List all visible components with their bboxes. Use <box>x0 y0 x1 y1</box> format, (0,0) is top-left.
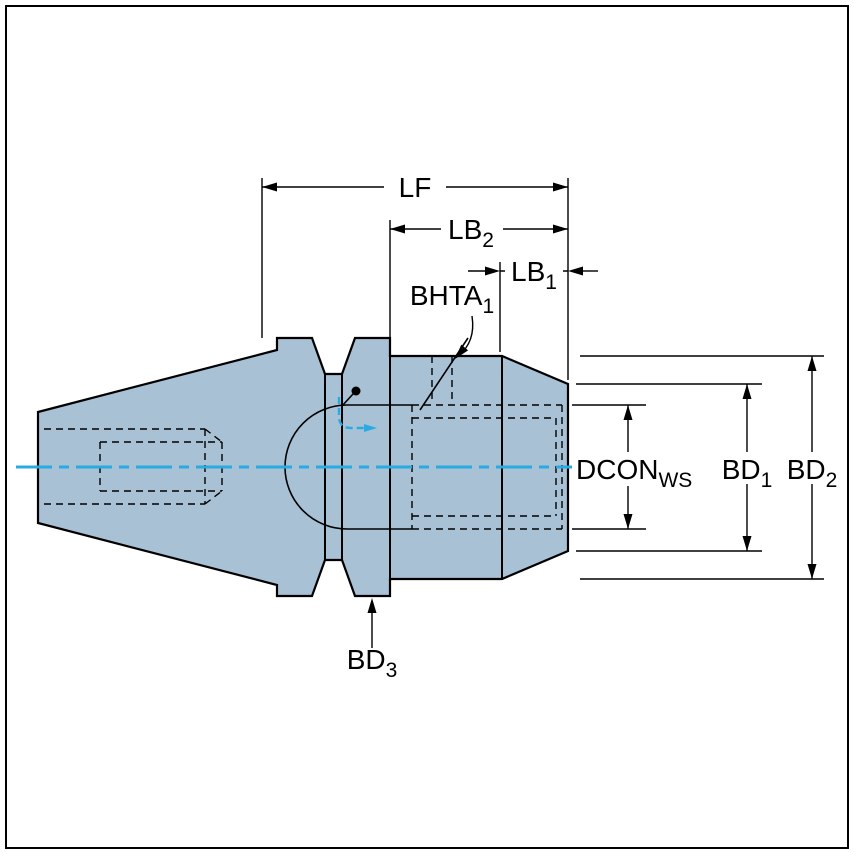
extension-lines <box>261 178 824 580</box>
dimension-arrows <box>262 182 817 613</box>
coolant-hole-dot <box>351 386 361 396</box>
label-bd2: BD2 <box>787 454 838 492</box>
coolant-flow-arrow <box>364 424 377 432</box>
label-bd3: BD3 <box>347 644 398 682</box>
label-lf: LF <box>399 172 432 203</box>
diagram-border <box>5 5 849 849</box>
label-bd1: BD1 <box>722 454 773 492</box>
label-lb1: LB1 <box>511 256 557 294</box>
coolant-channel <box>337 397 377 432</box>
label-masks <box>384 173 842 486</box>
label-lb2: LB2 <box>448 214 494 252</box>
label-bhta1: BHTA1 <box>410 280 494 318</box>
label-dcon-ws: DCONWS <box>576 454 692 492</box>
dimension-labels: LF LB2 LB1 BHTA1 DCONWS BD1 BD2 BD3 <box>347 172 838 682</box>
